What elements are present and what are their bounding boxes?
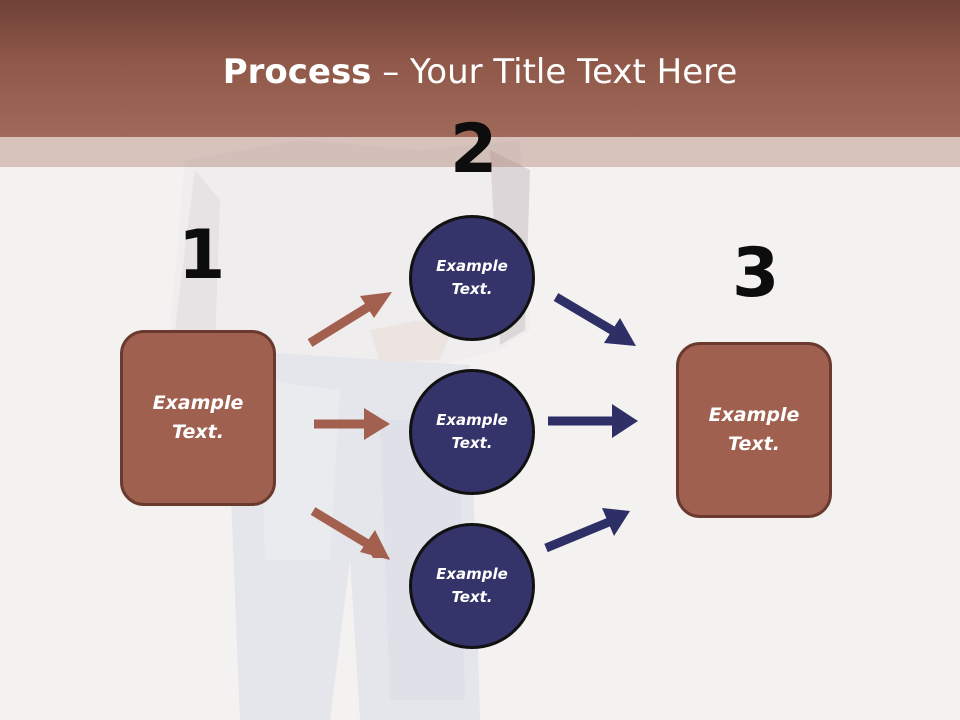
circle-top-line1: Example bbox=[436, 257, 508, 275]
arrow-left-to-bottom bbox=[310, 507, 390, 560]
title-bar-band bbox=[0, 137, 960, 167]
title-rest: – Your Title Text Here bbox=[371, 52, 738, 92]
title-bold: Process bbox=[222, 52, 372, 92]
circle-top: Example Text. bbox=[409, 215, 535, 341]
circle-middle-line2: Text. bbox=[451, 434, 493, 452]
circle-top-line2: Text. bbox=[451, 280, 493, 298]
step-number-3: 3 bbox=[732, 234, 780, 313]
left-box: Example Text. bbox=[120, 330, 276, 506]
title-bar bbox=[0, 0, 960, 137]
circle-bottom-line1: Example bbox=[436, 565, 508, 583]
arrow-left-to-middle bbox=[314, 408, 390, 440]
right-box-text: Example Text. bbox=[709, 401, 800, 459]
circle-bottom-line2: Text. bbox=[451, 588, 493, 606]
left-box-line1: Example bbox=[152, 392, 244, 414]
slide-title: Process – Your Title Text Here bbox=[0, 52, 960, 92]
arrow-middle-to-right bbox=[548, 404, 638, 438]
step-number-1: 1 bbox=[178, 216, 226, 295]
arrow-top-to-right bbox=[553, 293, 636, 346]
right-box: Example Text. bbox=[676, 342, 832, 518]
arrow-left-to-top bbox=[307, 292, 392, 347]
circle-bottom-text: Example Text. bbox=[436, 563, 508, 609]
left-box-line2: Text. bbox=[172, 421, 224, 443]
left-box-text: Example Text. bbox=[153, 389, 244, 447]
circle-middle: Example Text. bbox=[409, 369, 535, 495]
circle-bottom: Example Text. bbox=[409, 523, 535, 649]
circle-middle-line1: Example bbox=[436, 411, 508, 429]
step-number-2: 2 bbox=[450, 110, 498, 189]
right-box-line1: Example bbox=[708, 404, 800, 426]
right-box-line2: Text. bbox=[728, 433, 780, 455]
arrow-bottom-to-right bbox=[544, 508, 630, 553]
circle-top-text: Example Text. bbox=[436, 255, 508, 301]
circle-middle-text: Example Text. bbox=[436, 409, 508, 455]
